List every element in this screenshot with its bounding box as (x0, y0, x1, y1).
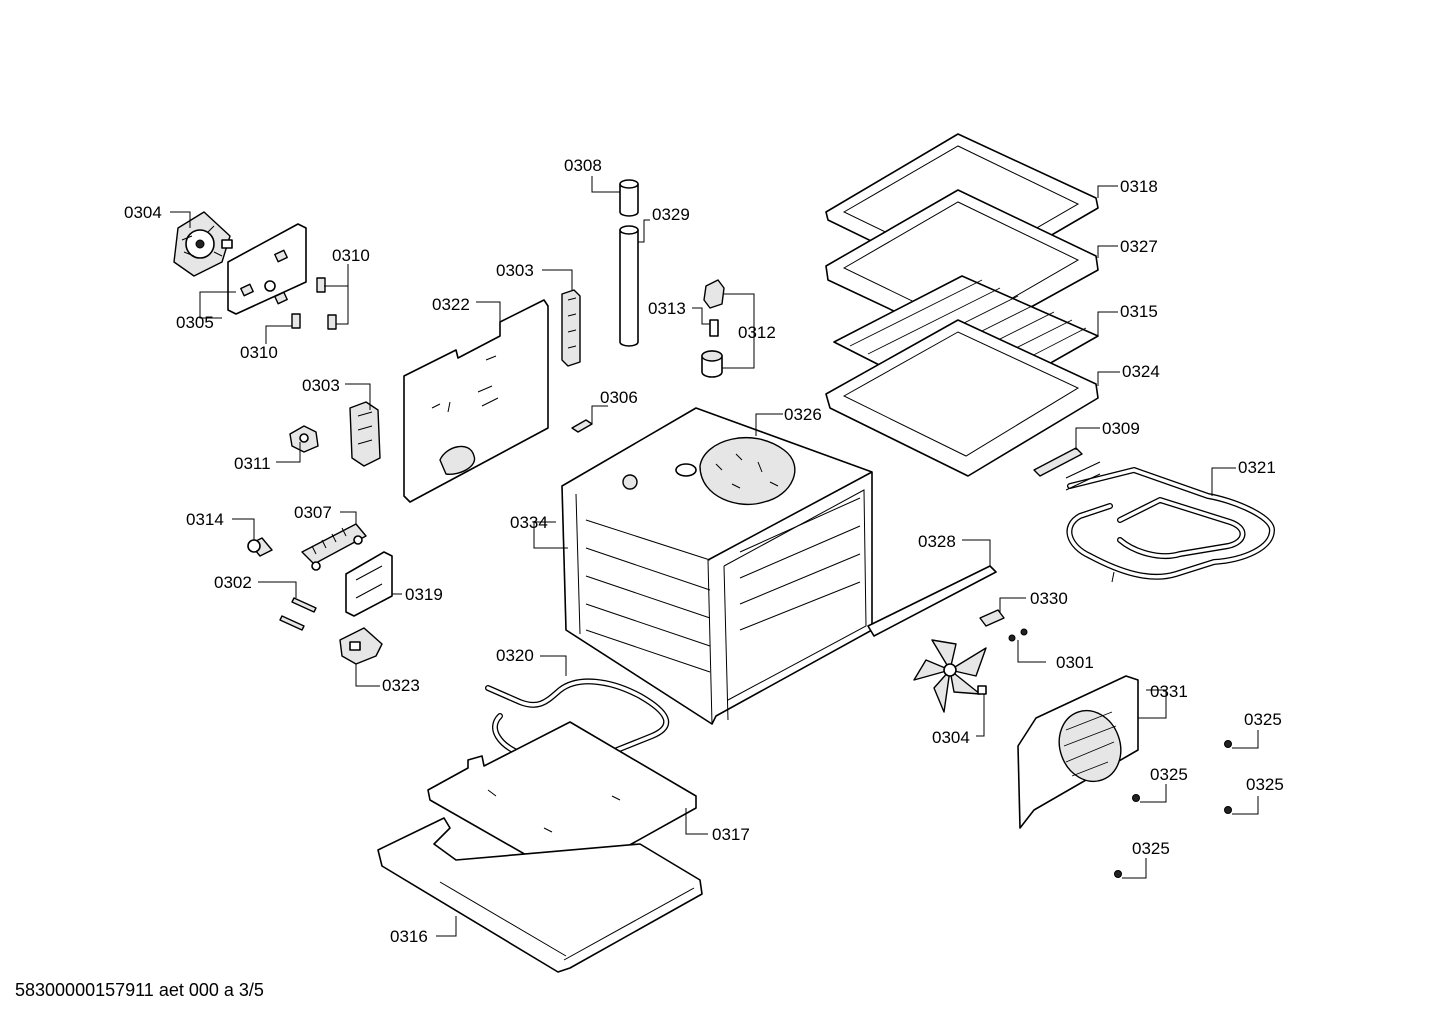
part-0306-clip (571, 419, 593, 433)
part-0330-clip (979, 609, 1005, 627)
part-0322-panel (403, 299, 549, 503)
callout-labels: 0304 0305 0310 0310 0308 0329 0303 0322 … (124, 156, 1284, 946)
part-0314-screw (247, 537, 273, 557)
callout-0304a: 0304 (124, 203, 162, 222)
callout-0325b: 0325 (1150, 765, 1188, 784)
callout-0318: 0318 (1120, 177, 1158, 196)
callout-0308: 0308 (564, 156, 602, 175)
callout-0330: 0330 (1030, 589, 1068, 608)
part-0325-screws (1114, 740, 1232, 878)
callout-0314: 0314 (186, 510, 224, 529)
callout-0325c: 0325 (1246, 775, 1284, 794)
callout-0317: 0317 (712, 825, 750, 844)
callout-0328: 0328 (918, 532, 956, 551)
part-0304-motor (173, 211, 233, 277)
part-0319-bracket (345, 551, 393, 617)
part-0303-hinge-upper (561, 289, 581, 367)
part-0323-socket (339, 627, 383, 665)
part-0305-plate (227, 223, 307, 315)
callout-0326: 0326 (784, 405, 822, 424)
part-0310-clips (291, 277, 337, 330)
part-0302-screws (279, 597, 317, 631)
callout-0325a: 0325 (1244, 710, 1282, 729)
callout-0310b: 0310 (240, 343, 278, 362)
part-0303-hinge-lower (349, 401, 381, 467)
callout-0309: 0309 (1102, 419, 1140, 438)
callout-0316: 0316 (390, 927, 428, 946)
callout-0323: 0323 (382, 676, 420, 695)
part-0309-clip (1033, 447, 1083, 477)
callout-0329: 0329 (652, 205, 690, 224)
callout-0313: 0313 (648, 299, 686, 318)
callout-0312: 0312 (738, 323, 776, 342)
part-0324-tray (825, 319, 1099, 477)
part-0331-fan-cover (1017, 675, 1139, 829)
callout-0320: 0320 (496, 646, 534, 665)
part-0301-screws (1008, 628, 1028, 642)
leader-lines (170, 176, 1259, 937)
callout-0325d: 0325 (1132, 839, 1170, 858)
callout-0307: 0307 (294, 503, 332, 522)
callout-0305: 0305 (176, 313, 214, 332)
callout-0311: 0311 (234, 454, 271, 473)
callout-0303b: 0303 (302, 376, 340, 395)
callout-0304b: 0304 (932, 728, 970, 747)
callout-0301: 0301 (1056, 653, 1094, 672)
callout-0310a: 0310 (332, 246, 370, 265)
part-0316-bottom-tray (377, 817, 703, 973)
callout-0319: 0319 (405, 585, 443, 604)
callout-0302: 0302 (214, 573, 252, 592)
callout-0315: 0315 (1120, 302, 1158, 321)
document-code: 58300000157911 aet 000 a 3/5 (15, 980, 264, 1000)
part-0329-tube (619, 225, 639, 347)
part-0311-thermostat (289, 425, 319, 453)
part-0312-lamp (701, 279, 725, 378)
callout-0322: 0322 (432, 295, 470, 314)
callout-0324: 0324 (1122, 362, 1160, 381)
callout-0334: 0334 (510, 513, 548, 532)
callout-0306: 0306 (600, 388, 638, 407)
part-0307-terminal (301, 523, 367, 571)
part-0321-grill-element (1065, 461, 1275, 583)
part-0328-rail (867, 565, 997, 637)
part-0334-oven-cavity (561, 407, 873, 725)
callout-0303a: 0303 (496, 261, 534, 280)
callout-0327: 0327 (1120, 237, 1158, 256)
part-0304-fan (913, 639, 987, 713)
callout-0321: 0321 (1238, 458, 1276, 477)
callout-0331: 0331 (1150, 682, 1188, 701)
part-0308-tube (619, 179, 639, 217)
